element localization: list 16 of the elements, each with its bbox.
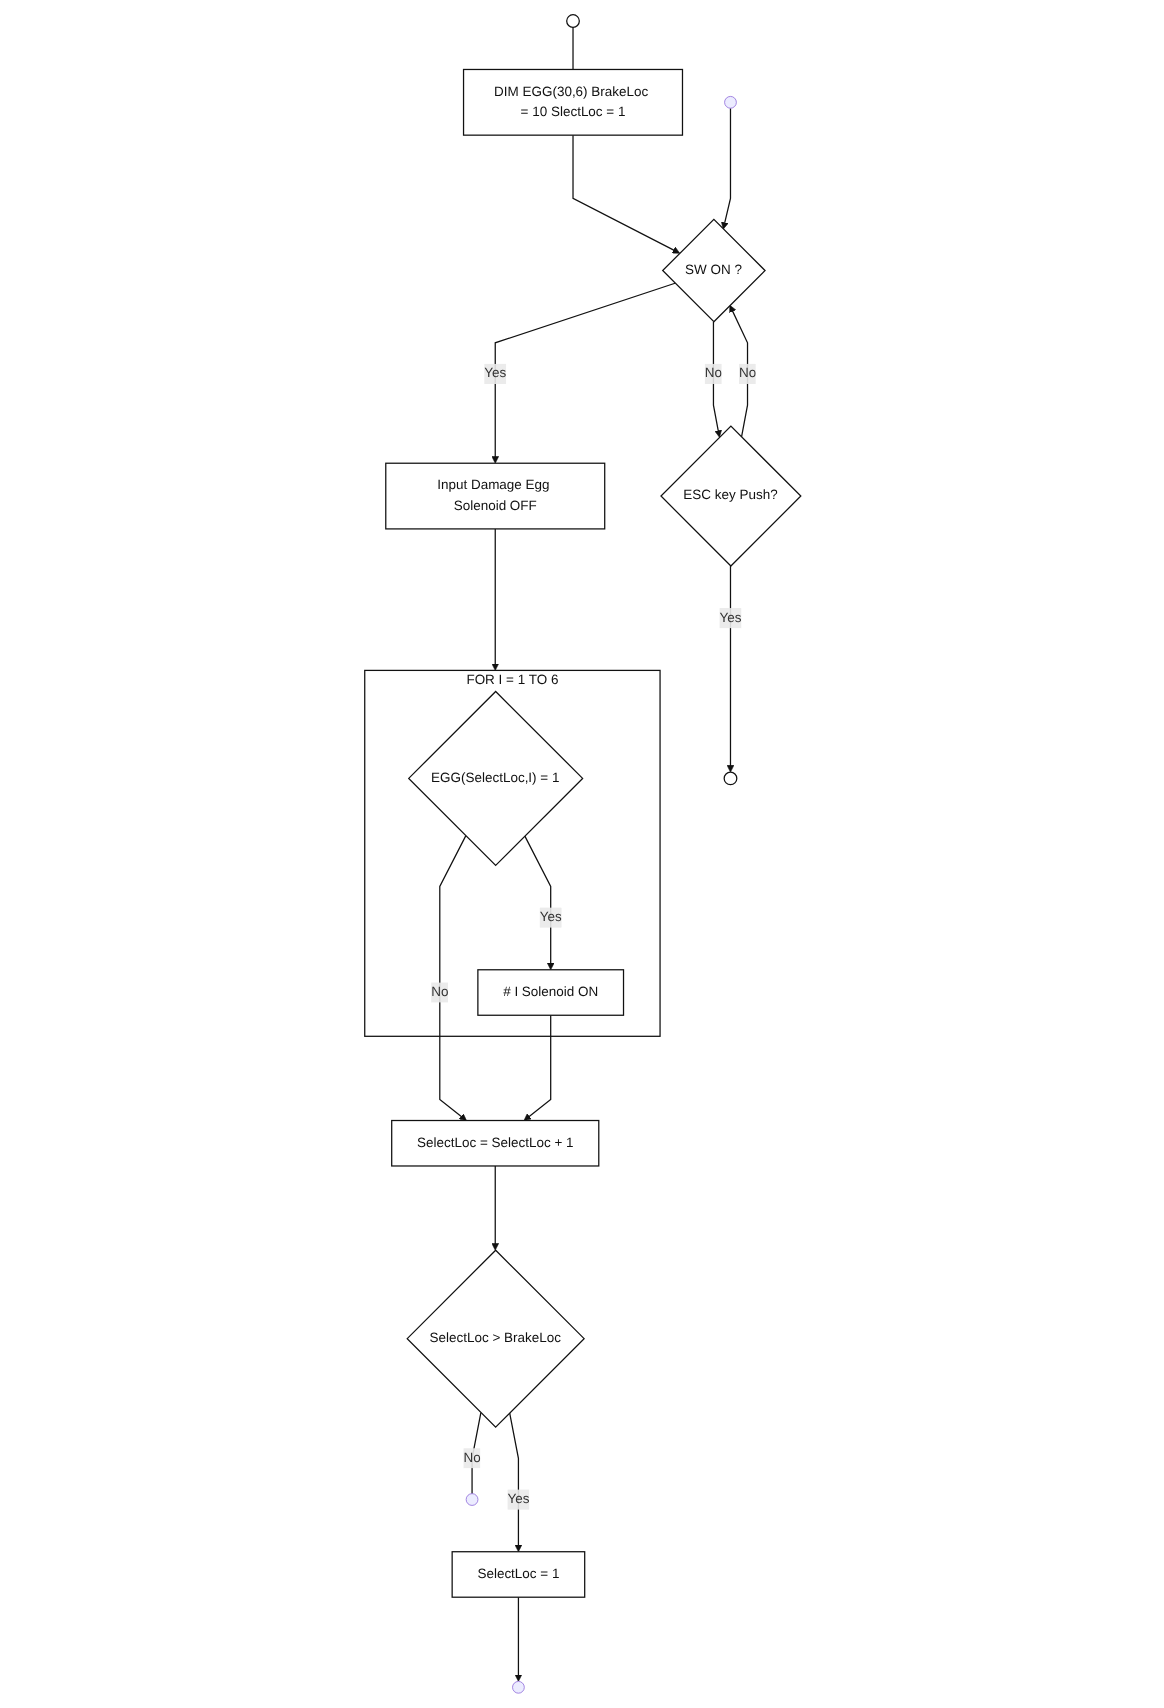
arrow xyxy=(522,1014,551,1121)
arrow xyxy=(712,321,722,438)
arrow xyxy=(438,835,466,1121)
arrow xyxy=(513,1596,522,1682)
arrow xyxy=(571,134,680,254)
node-circle xyxy=(565,14,580,29)
node-circle xyxy=(722,771,737,786)
arrow xyxy=(490,528,499,671)
arrow xyxy=(728,305,748,438)
connector xyxy=(571,26,573,71)
arrow xyxy=(490,282,675,464)
arrow xyxy=(720,107,731,230)
arrow xyxy=(726,565,734,773)
arrow xyxy=(523,835,554,971)
arrow xyxy=(508,1412,522,1553)
arrow xyxy=(490,1165,499,1251)
